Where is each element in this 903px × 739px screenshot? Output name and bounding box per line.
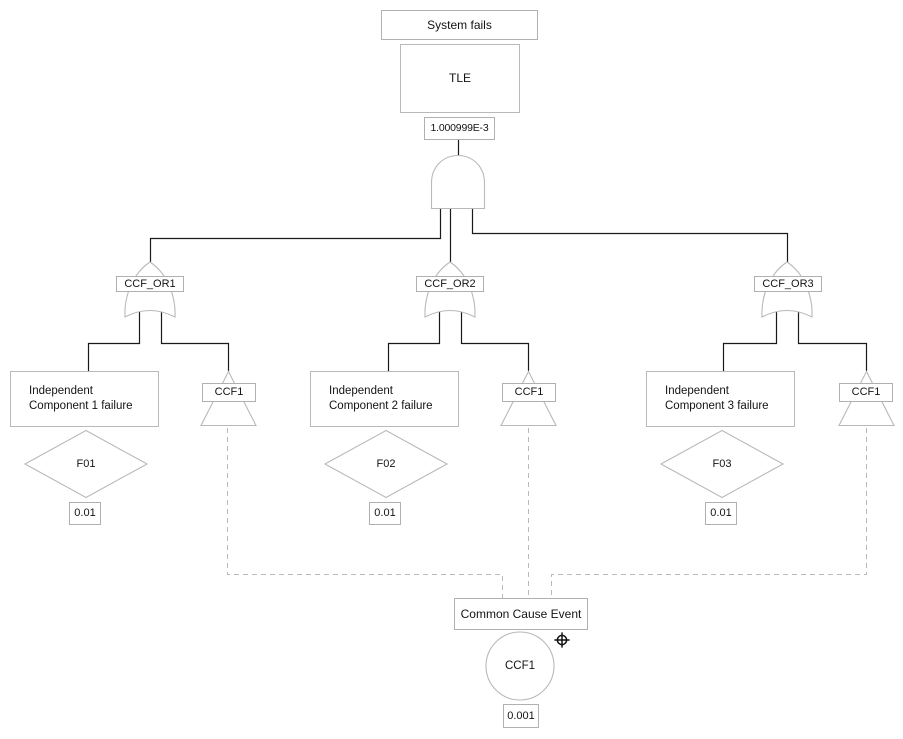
common-cause-circle[interactable] [485, 631, 555, 701]
component-line1-3: Independent [665, 384, 729, 397]
basic-event-id-2: F02 [356, 457, 416, 471]
basic-event-probability-box-3[interactable]: 0.01 [705, 502, 737, 525]
component-line1-2: Independent [329, 384, 393, 397]
basic-event-probability-2: 0.01 [374, 507, 396, 519]
transfer-label-box-1[interactable]: CCF1 [202, 383, 256, 402]
top-event-probability: 1.000999E-3 [430, 122, 489, 134]
or-gate-label-3: CCF_OR3 [762, 277, 814, 290]
basic-event-probability-3: 0.01 [710, 507, 732, 519]
or-gate-label-2: CCF_OR2 [424, 277, 476, 290]
common-cause-title: Common Cause Event [460, 606, 582, 621]
connector-or2-to-component2 [387, 312, 441, 371]
basic-event-id-3: F03 [692, 457, 752, 471]
connector-or2-to-transfer2 [460, 312, 530, 371]
connector-and-to-or3 [471, 208, 789, 263]
basic-event-diamond-3[interactable] [659, 429, 785, 499]
or-gate-label-1: CCF_OR1 [124, 277, 176, 290]
basic-event-id-1: F01 [56, 457, 116, 471]
connector-or3-to-component3 [722, 312, 778, 371]
basic-event-id-text-1: F01 [76, 458, 96, 470]
common-cause-probability: 0.001 [507, 709, 535, 722]
transfer-label-2: CCF1 [514, 386, 544, 398]
component-line2-2: Component 2 failure [329, 400, 433, 412]
basic-event-id-text-2: F02 [376, 458, 396, 470]
or-gate-label-box-1[interactable]: CCF_OR1 [116, 276, 184, 292]
component-description-box-3[interactable]: Independent Component 3 failure [646, 371, 795, 427]
basic-event-id-text-3: F03 [712, 458, 732, 470]
common-cause-probability-box[interactable]: 0.001 [503, 704, 539, 728]
connector-or1-to-transfer1 [160, 312, 230, 371]
transfer-label-1: CCF1 [214, 386, 244, 398]
dashed-connector-transfer3-to-ccf [551, 428, 867, 598]
transfer-label-box-2[interactable]: CCF1 [502, 383, 556, 402]
connector-and-to-or1 [149, 208, 442, 263]
top-event-probability-box[interactable]: 1.000999E-3 [424, 117, 495, 140]
common-cause-event-id-text: CCF1 [504, 660, 536, 672]
connector-or1-to-component1 [87, 312, 141, 371]
and-gate-shape[interactable] [430, 154, 486, 210]
common-cause-title-box[interactable]: Common Cause Event [454, 598, 588, 630]
component-line2-3: Component 3 failure [665, 400, 769, 412]
or-gate-label-box-3[interactable]: CCF_OR3 [754, 276, 822, 292]
dashed-connector-transfer1-to-ccf [227, 428, 503, 598]
basic-event-probability-1: 0.01 [74, 507, 96, 519]
component-description-box-2[interactable]: Independent Component 2 failure [310, 371, 459, 427]
top-event-title-box[interactable]: System fails [381, 10, 538, 40]
basic-event-probability-box-1[interactable]: 0.01 [69, 502, 101, 525]
top-event-gate-id: TLE [448, 71, 471, 85]
basic-event-diamond-1[interactable] [23, 429, 149, 499]
basic-event-diamond-2[interactable] [323, 429, 449, 499]
common-cause-event-id: CCF1 [490, 659, 550, 673]
connector-or3-to-transfer3 [797, 312, 868, 371]
top-event-title: System fails [427, 17, 492, 32]
top-event-gate-box[interactable]: TLE [400, 44, 520, 113]
or-gate-label-box-2[interactable]: CCF_OR2 [416, 276, 484, 292]
component-line2-1: Component 1 failure [29, 400, 133, 412]
transfer-label-3: CCF1 [851, 386, 881, 398]
transfer-label-box-3[interactable]: CCF1 [839, 383, 893, 402]
basic-event-probability-box-2[interactable]: 0.01 [369, 502, 401, 525]
component-line1-1: Independent [29, 384, 93, 397]
component-description-box-1[interactable]: Independent Component 1 failure [10, 371, 159, 427]
crosshair-target-icon [554, 632, 570, 648]
